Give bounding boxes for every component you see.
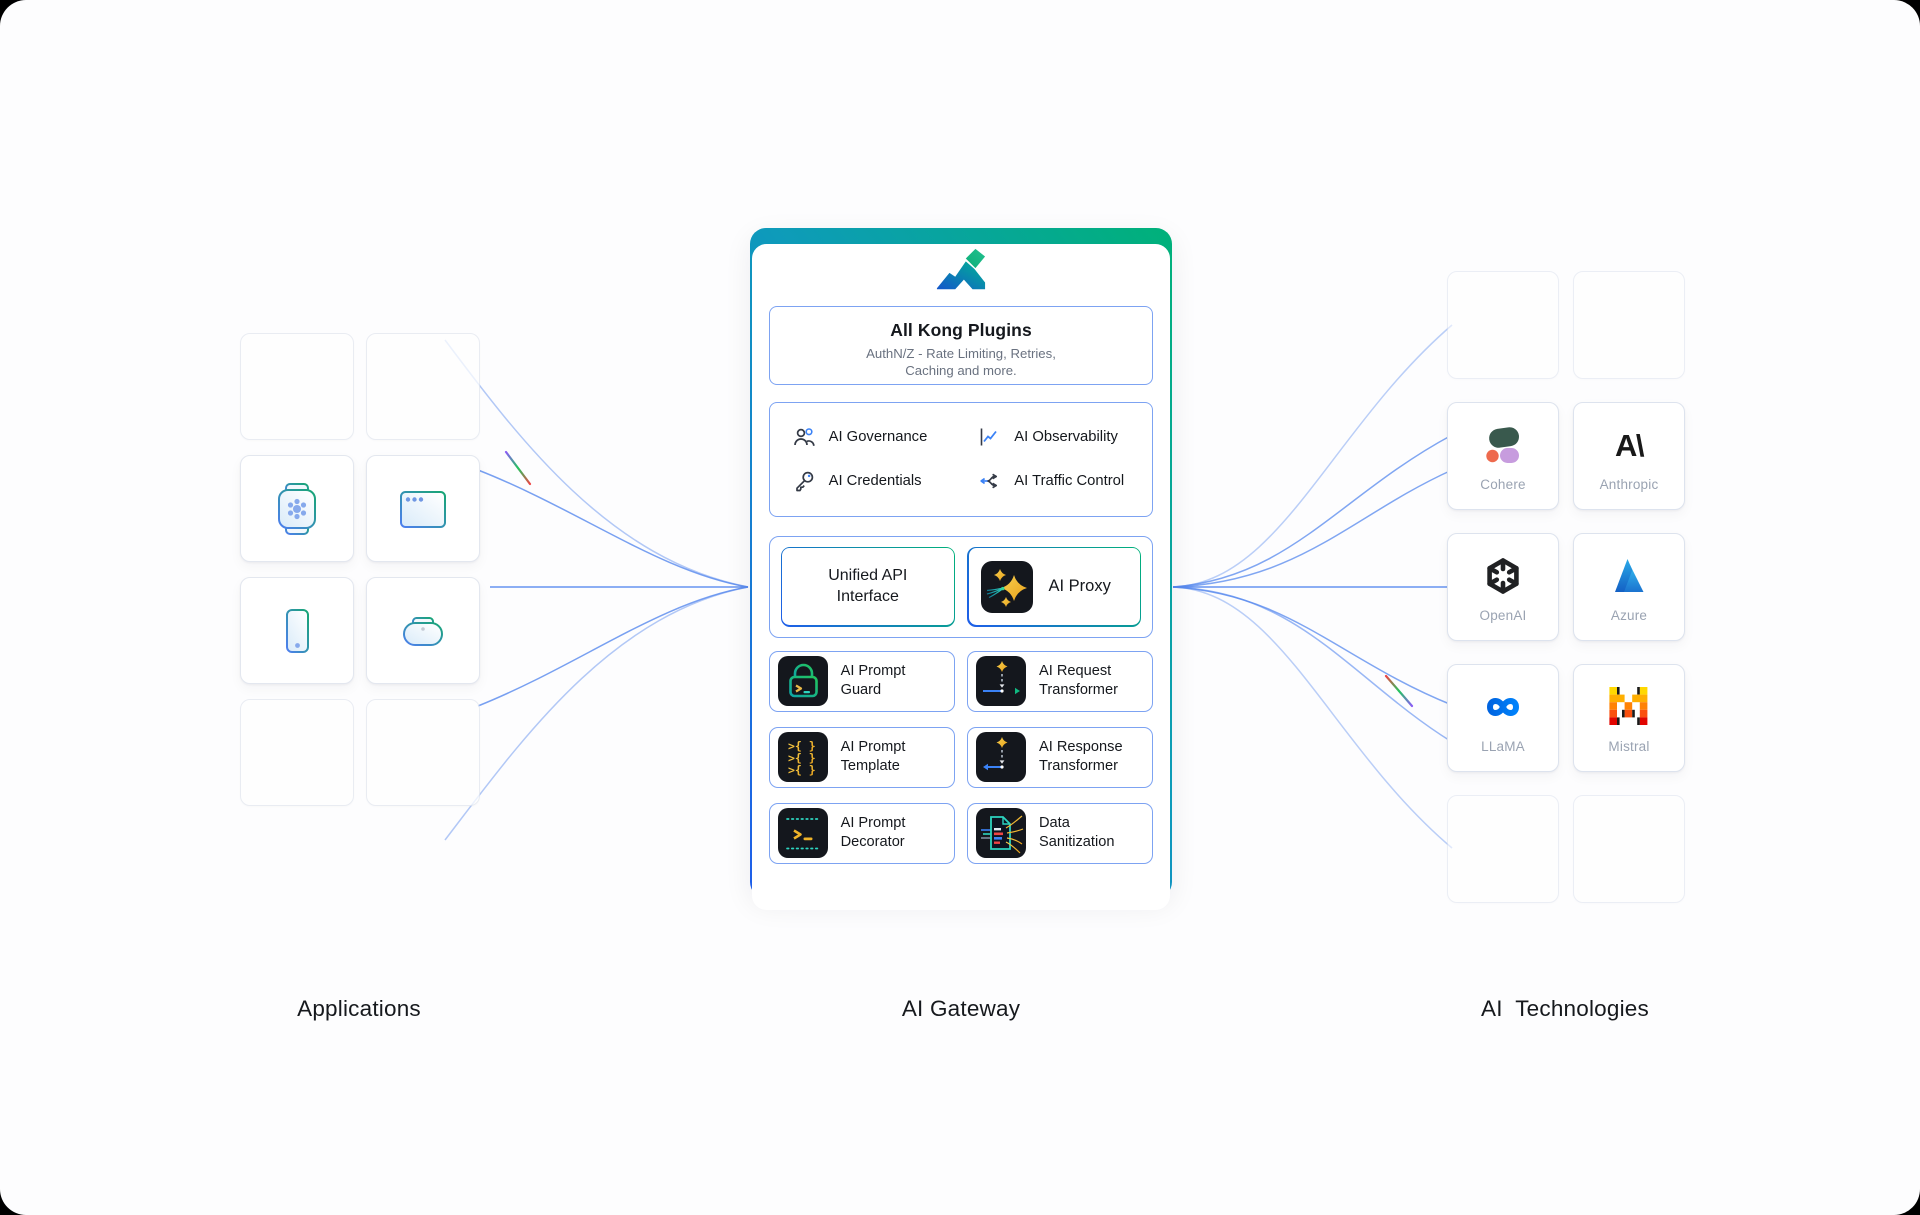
ai-technologies-section-label: AI Technologies: [1481, 996, 1649, 1021]
plugin-data-sanitization: Data Sanitization: [967, 802, 1154, 864]
app-card-empty: [240, 333, 354, 440]
prompt-template-tile: >{ } >{ } >{ }: [777, 732, 828, 783]
kong-plugins-subtitle: AuthN/Z - Rate Limiting, Retries, Cachin…: [866, 345, 1056, 378]
key-icon: [795, 472, 813, 492]
left-curve-bottom: [444, 586, 749, 841]
request-transform-icon: [983, 661, 1020, 695]
plugin-ai-prompt-decorator: AI Prompt Decorator: [768, 802, 955, 864]
provider-card-empty: [1447, 795, 1559, 903]
ai-proxy-label: AI Proxy: [1048, 577, 1111, 596]
ai-capabilities-box: AI Governance AI Observability AI C: [768, 401, 1154, 517]
provider-card-empty: [1573, 795, 1685, 903]
prompt-decorator-icon: [785, 818, 820, 850]
app-card-speaker: [366, 577, 480, 684]
plugin-ai-response-transformer: AI Response Transformer: [967, 726, 1154, 788]
svg-text:>{ }: >{ }: [788, 763, 816, 777]
applications-section-label: Applications: [297, 996, 421, 1021]
ai-proxy-box: AI Proxy: [967, 546, 1142, 627]
users-icon: [793, 428, 815, 446]
unified-api-label: Unified API Interface: [828, 566, 908, 605]
right-line-glint: [1384, 674, 1414, 708]
provider-card-azure: Azure: [1573, 533, 1685, 641]
provider-card-anthropic: A\ Anthropic: [1573, 402, 1685, 510]
response-transformer-tile: [976, 732, 1026, 783]
openai-logo: [1487, 558, 1519, 594]
app-card-browser: [366, 455, 480, 562]
provider-card-mistral: Mistral: [1573, 664, 1685, 772]
meta-llama-logo: [1487, 698, 1519, 716]
smart-speaker-icon: [403, 616, 443, 646]
right-curve-bottom: [1172, 586, 1453, 849]
response-transform-icon: [983, 737, 1020, 771]
data-sanitization-tile: [976, 808, 1026, 859]
app-card-empty: [366, 699, 480, 806]
document-redaction-icon: [981, 815, 1024, 854]
prompt-guard-tile: [777, 656, 828, 707]
unified-api-interface-box: Unified API Interface: [780, 546, 955, 627]
sparkles-icon: [986, 568, 1027, 607]
plugin-ai-request-transformer: AI Request Transformer: [967, 650, 1154, 712]
app-card-empty: [366, 333, 480, 440]
azure-logo: [1615, 559, 1644, 592]
app-card-empty: [240, 699, 354, 806]
left-line-glint: [504, 450, 532, 486]
provider-card-cohere: Cohere: [1447, 402, 1559, 510]
split-arrows-icon: [980, 473, 998, 489]
provider-card-empty: [1573, 271, 1685, 379]
ai-proxy-tile: [980, 560, 1033, 613]
request-transformer-tile: [976, 656, 1026, 707]
right-curve-top: [1172, 324, 1453, 588]
cohere-logo: [1486, 427, 1520, 463]
anthropic-logo: A\: [1615, 428, 1646, 463]
capability-ai-governance: AI Governance: [792, 425, 978, 449]
plugin-grid: AI Prompt Guard AI: [768, 650, 1154, 864]
plugin-ai-prompt-template: >{ } >{ } >{ } AI Prompt Template: [768, 726, 955, 788]
smartphone-icon: [286, 608, 309, 653]
mistral-logo: [1609, 687, 1648, 725]
lock-terminal-icon: [788, 663, 818, 698]
svg-text:>{ }: >{ }: [788, 751, 816, 765]
all-kong-plugins-box: All Kong Plugins AuthN/Z - Rate Limiting…: [768, 305, 1154, 385]
core-box: Unified API Interface: [768, 535, 1154, 638]
browser-window-icon: [400, 490, 446, 528]
provider-card-llama: LLaMA: [1447, 664, 1559, 772]
app-card-smartwatch: [240, 455, 354, 562]
plugin-ai-prompt-guard: AI Prompt Guard: [768, 650, 955, 712]
ai-gateway-section-label: AI Gateway: [901, 996, 1021, 1021]
prompt-decorator-tile: [777, 808, 828, 859]
kong-plugins-title: All Kong Plugins: [890, 319, 1032, 340]
line-chart-icon: [980, 428, 997, 446]
braces-rows-icon: >{ } >{ } >{ }: [788, 739, 816, 777]
left-curve-top: [444, 339, 749, 588]
ai-gateway-panel: All Kong Plugins AuthN/Z - Rate Limiting…: [750, 228, 1172, 911]
smartwatch-icon: [278, 482, 316, 535]
svg-text:A\: A\: [1615, 428, 1645, 463]
kong-logo: [936, 248, 986, 289]
provider-card-openai: OpenAI: [1447, 533, 1559, 641]
svg-text:>{ }: >{ }: [788, 739, 816, 753]
capability-ai-observability: AI Observability: [977, 425, 1152, 449]
provider-card-empty: [1447, 271, 1559, 379]
app-card-smartphone: [240, 577, 354, 684]
capability-ai-credentials: AI Credentials: [792, 469, 978, 493]
capability-ai-traffic-control: AI Traffic Control: [977, 469, 1152, 493]
